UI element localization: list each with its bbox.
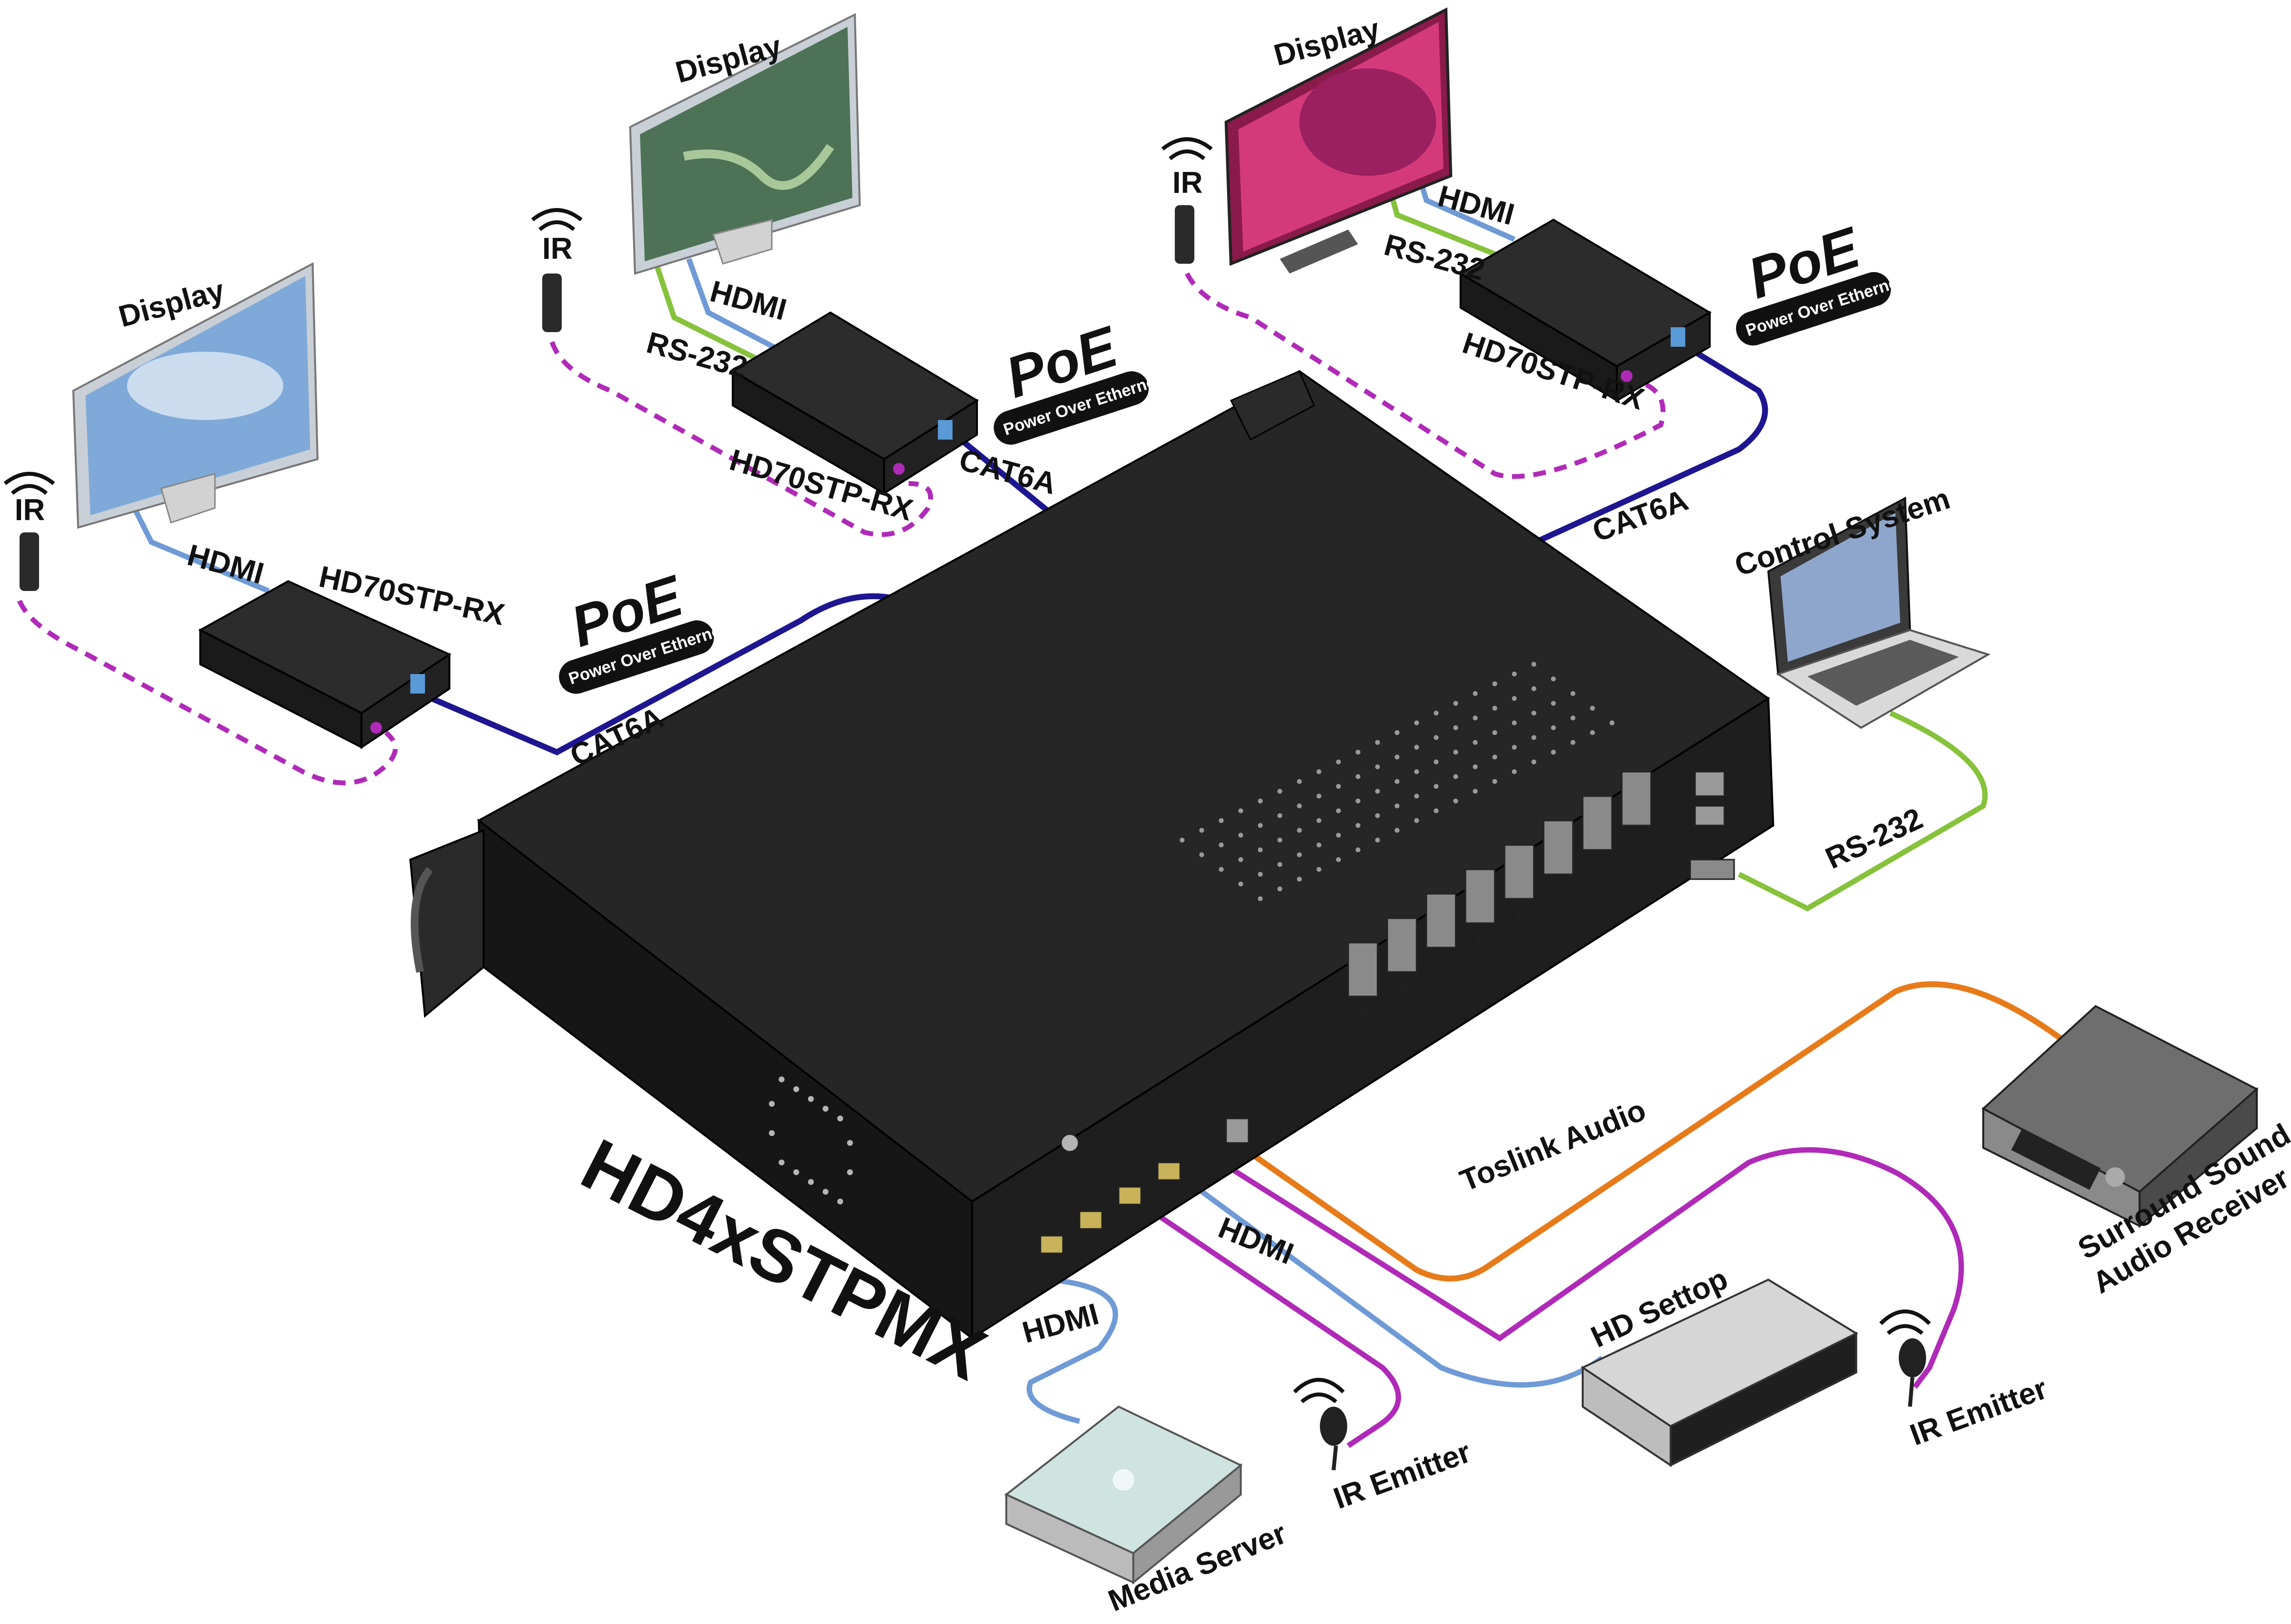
ir-emitter-2 (1881, 1311, 1930, 1407)
rs232-cable-control (1739, 713, 1985, 908)
ir-sensor-left (5, 474, 54, 591)
port-label-e: E (1517, 907, 1525, 921)
toslink-label: Toslink Audio (1455, 1093, 1650, 1198)
hdmi-label-left: HDMI (184, 538, 267, 591)
ir-emitter-label-1: IR Emitter (1329, 1435, 1475, 1516)
port-label-a: A (1360, 1004, 1369, 1019)
port-label-g: G (1595, 858, 1605, 872)
port-label-b: B (1400, 980, 1408, 994)
poe-badge-right: PoE Power Over Ethernet (1713, 205, 1908, 350)
ir-sensor-right (1163, 139, 1211, 264)
ir-emitter-1 (1294, 1380, 1347, 1470)
ir-label-left: IR (15, 493, 45, 527)
rs232-label-control: RS-232 (1821, 801, 1928, 875)
rs232-label-right: RS-232 (1380, 228, 1488, 287)
hdmi-cable-settop (1182, 1177, 1602, 1385)
poe-badge-center: PoE Power Over Ethernet (970, 304, 1165, 449)
hdmi-cable-mediaserver (1029, 1280, 1115, 1421)
ir-sensor-center (532, 210, 581, 332)
cat6a-label-center: CAT6A (955, 443, 1060, 501)
port-label-d: D (1478, 931, 1487, 946)
ir-emitter-label-2: IR Emitter (1906, 1371, 2052, 1452)
rs232-label-center: RS-232 (643, 326, 751, 385)
port-label-h: H (1634, 833, 1643, 848)
port-label-f: F (1556, 882, 1564, 897)
port-label-c: C (1439, 955, 1448, 970)
ir-label-right: IR (1172, 166, 1203, 200)
hdmi-label-input-left: HDMI (1019, 1297, 1103, 1350)
ir-label-center: IR (542, 232, 573, 266)
